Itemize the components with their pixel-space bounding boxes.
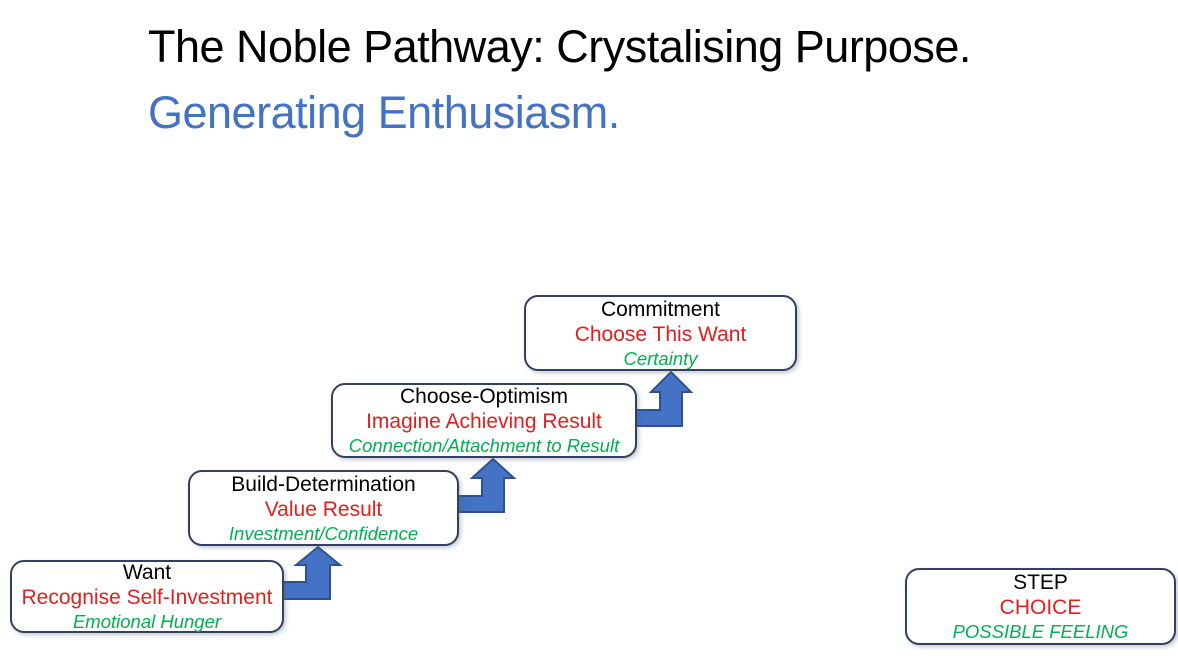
- step-feeling: Connection/Attachment to Result: [348, 435, 620, 456]
- step-box-commitment: Commitment Choose This Want Certainty: [524, 295, 797, 371]
- step-feeling: Investment/Confidence: [228, 522, 419, 544]
- step-choice: Imagine Achieving Result: [366, 410, 602, 433]
- step-box-choose-optimism: Choose-Optimism Imagine Achieving Result…: [331, 383, 637, 458]
- legend-box: STEP CHOICE POSSIBLE FEELING: [905, 568, 1176, 645]
- legend-step-label: STEP: [1013, 571, 1068, 594]
- title-block: The Noble Pathway: Crystalising Purpose.…: [148, 14, 971, 146]
- step-name: Want: [122, 561, 172, 584]
- step-choice: Choose This Want: [574, 322, 747, 346]
- step-feeling: Emotional Hunger: [72, 611, 222, 632]
- step-name: Build-Determination: [231, 472, 416, 496]
- slide-subtitle: Generating Enthusiasm.: [148, 87, 620, 138]
- step-box-want: Want Recognise Self-Investment Emotional…: [10, 560, 284, 633]
- step-name: Commitment: [600, 297, 721, 321]
- bent-up-arrow-want-to-build: [281, 545, 343, 600]
- legend-choice-label: CHOICE: [999, 596, 1082, 619]
- step-name: Choose-Optimism: [399, 385, 569, 408]
- step-choice: Recognise Self-Investment: [21, 586, 273, 609]
- bent-up-arrow-build-to-choose: [456, 457, 517, 513]
- slide-title: The Noble Pathway: Crystalising Purpose.: [148, 21, 971, 72]
- bent-up-arrow-choose-to-commit: [634, 370, 694, 427]
- legend-feeling-label: POSSIBLE FEELING: [952, 621, 1129, 642]
- step-feeling: Certainty: [623, 347, 698, 369]
- step-choice: Value Result: [264, 497, 383, 521]
- step-box-build-determination: Build-Determination Value Result Investm…: [188, 470, 459, 546]
